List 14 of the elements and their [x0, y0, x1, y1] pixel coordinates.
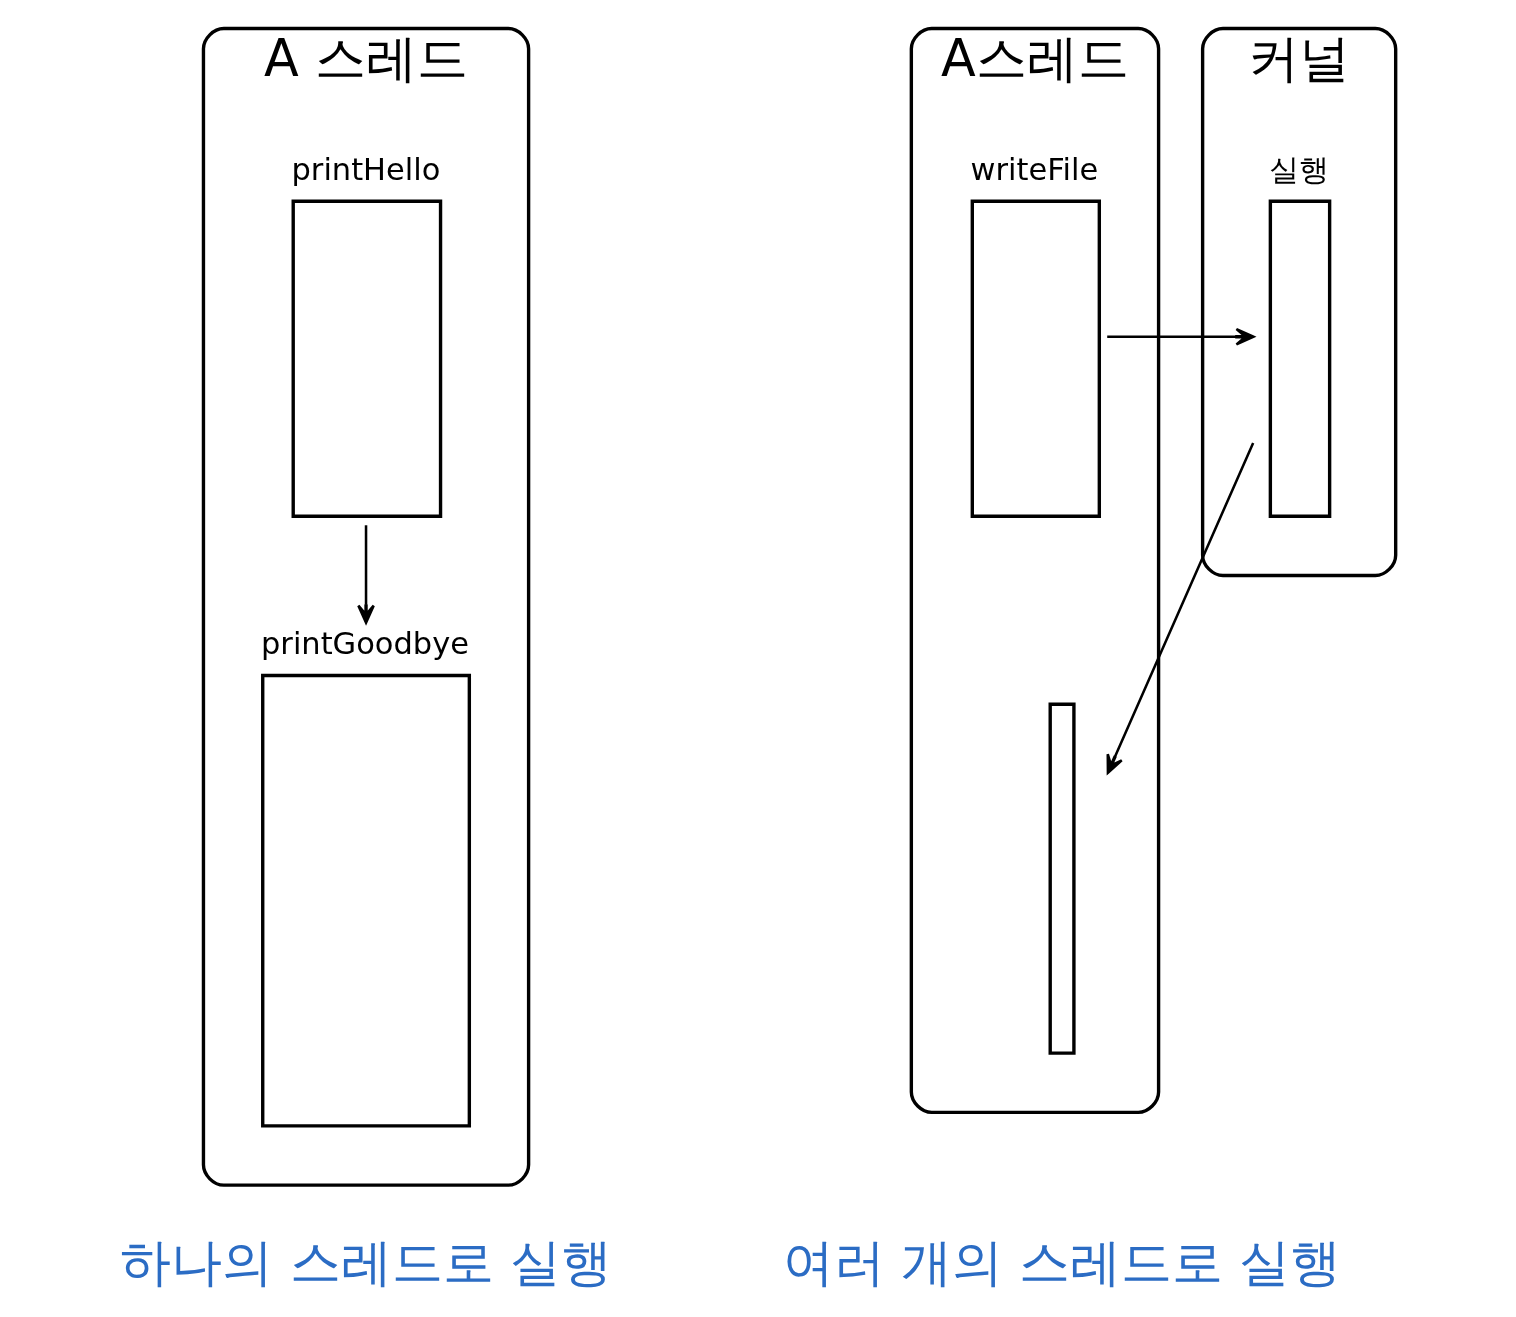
node-label: 실행	[1268, 151, 1329, 187]
arrow	[1106, 327, 1255, 346]
node-label: printHello	[291, 151, 440, 187]
node-bar	[1048, 702, 1076, 1055]
node-bar	[291, 199, 442, 518]
node-label: printGoodbye	[260, 626, 469, 662]
node-bar	[1268, 199, 1331, 518]
label: 하나의 스레드로 실행	[119, 1233, 612, 1293]
label: 여러 개의 스레드로 실행	[782, 1233, 1341, 1293]
arrow	[356, 525, 375, 624]
arrow	[1106, 442, 1254, 775]
node-label: writeFile	[970, 151, 1098, 187]
node-bar	[970, 199, 1101, 518]
node-bar	[260, 673, 471, 1128]
